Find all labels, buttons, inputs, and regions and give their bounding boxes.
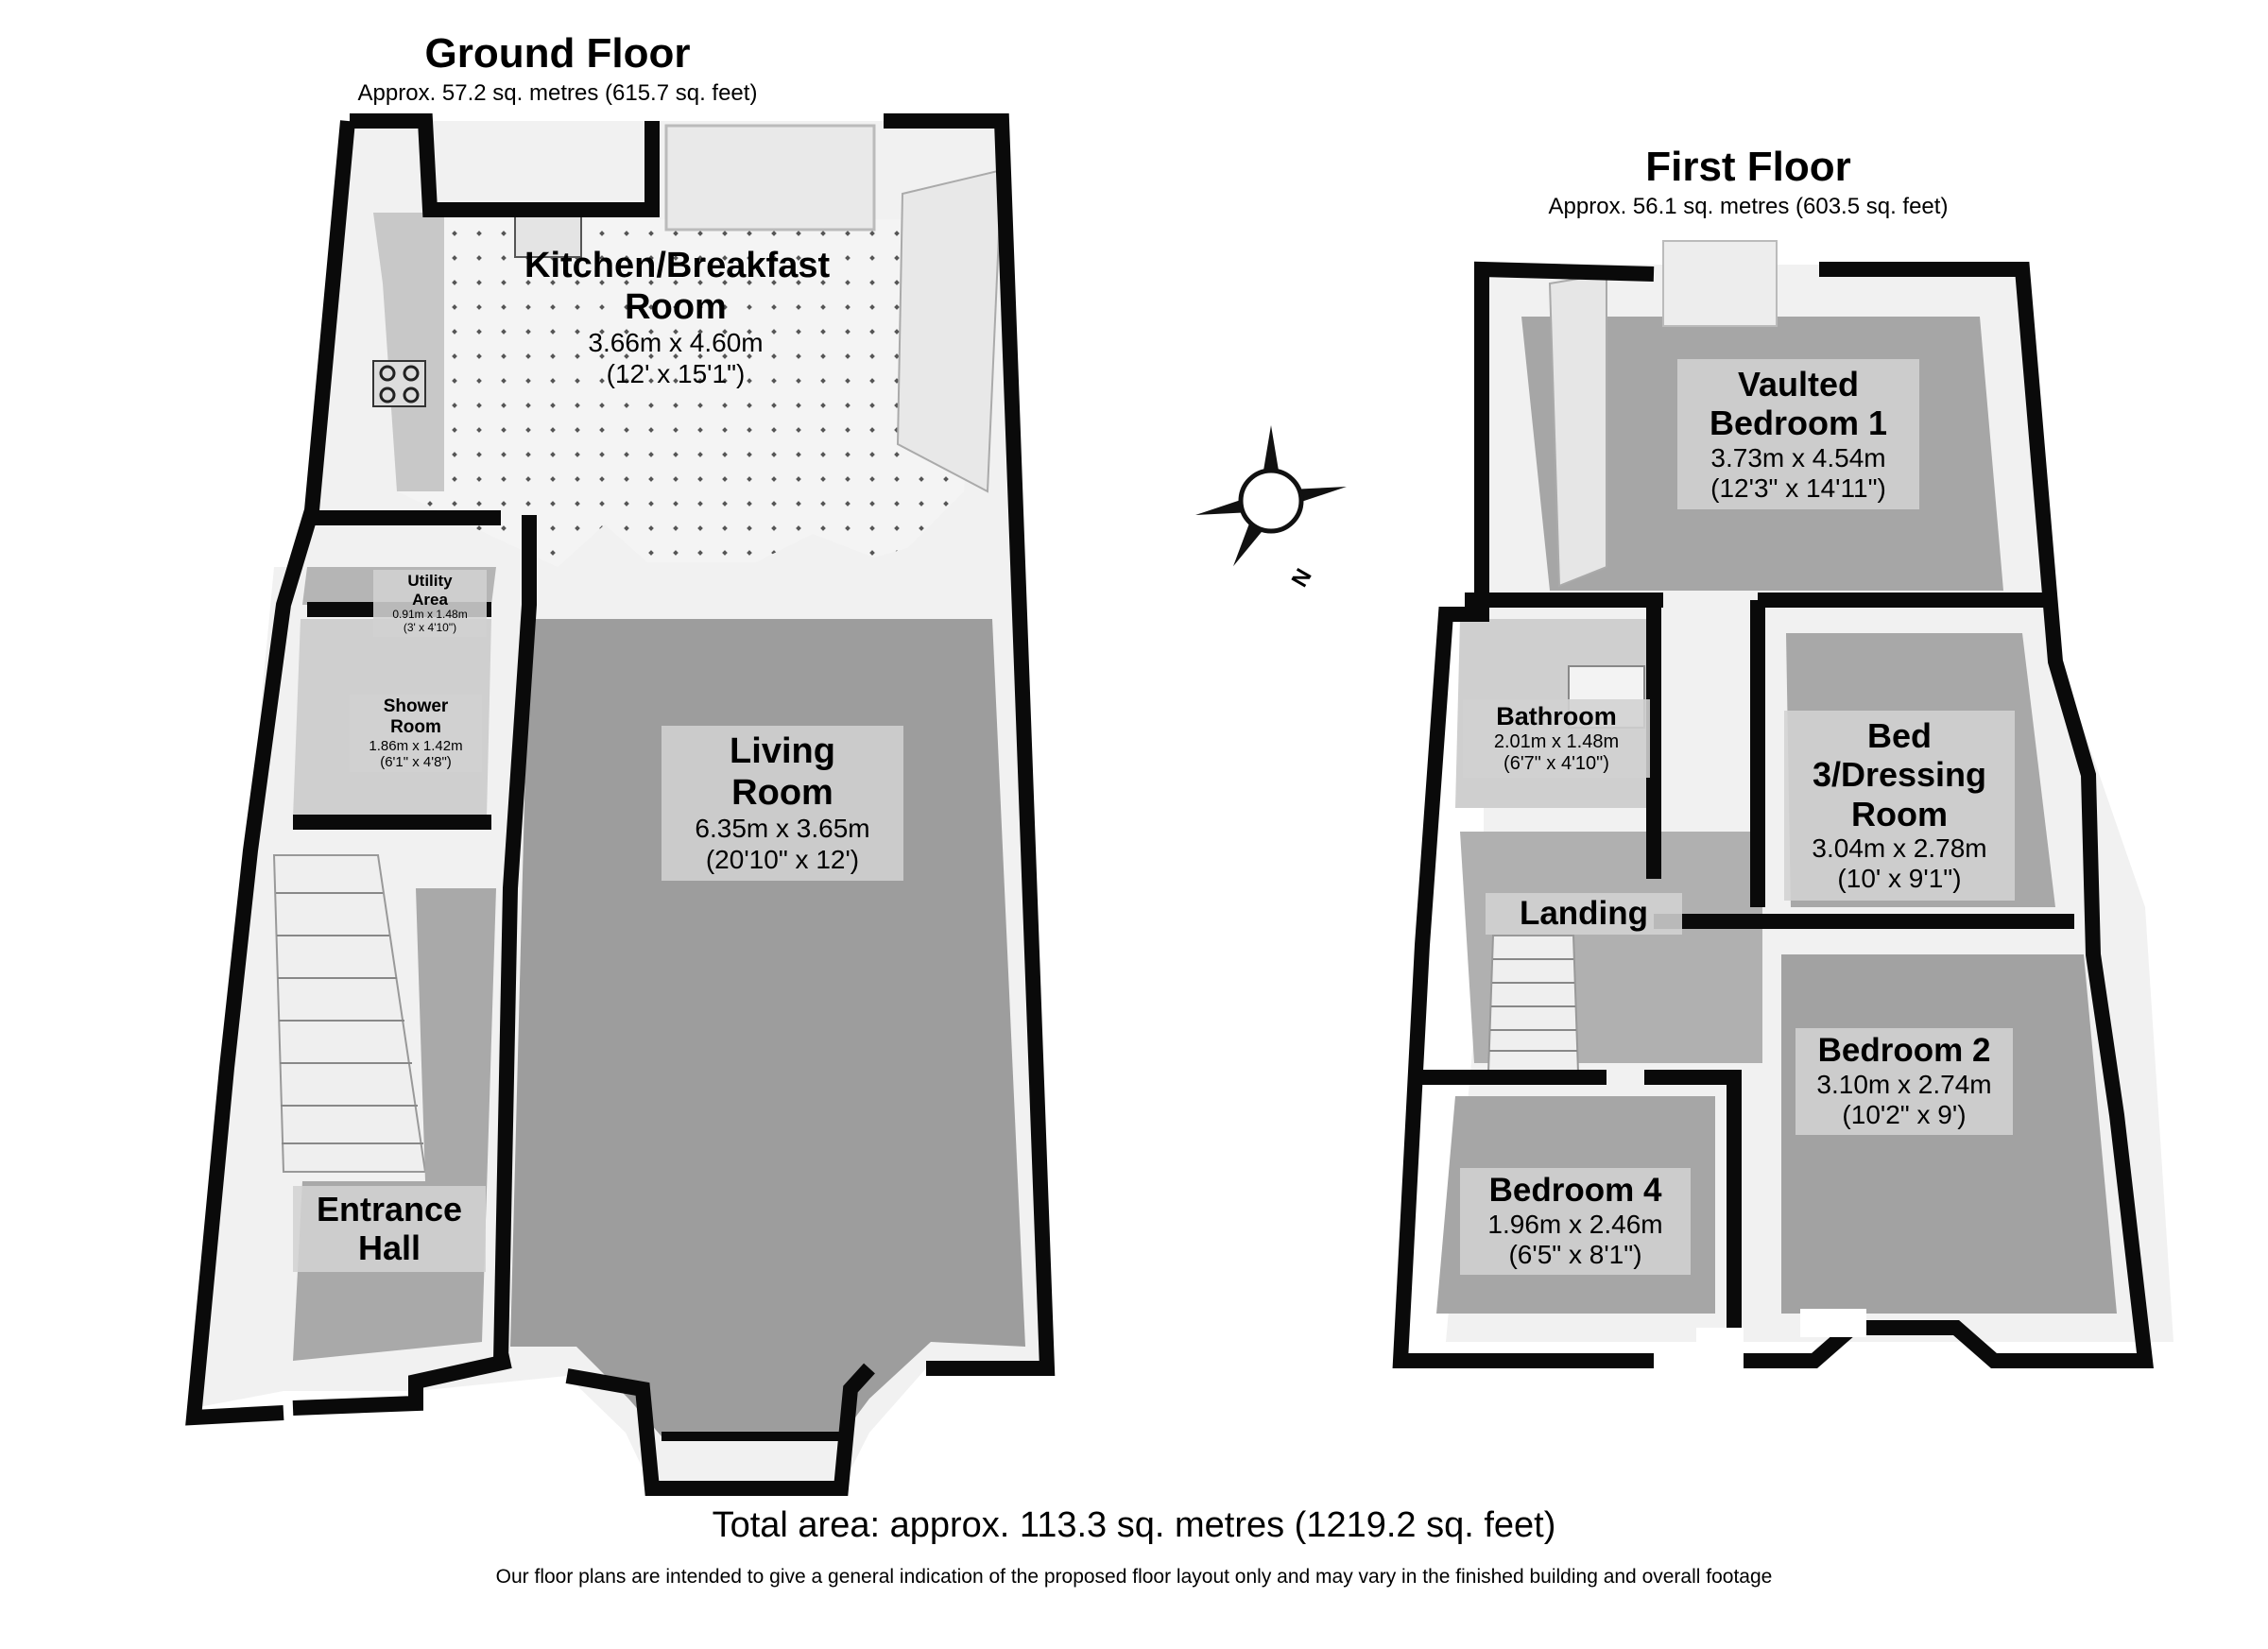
ground-floor-area: Approx. 57.2 sq. metres (615.7 sq. feet) — [357, 79, 758, 106]
living-room-metric: 6.35m x 3.65m — [695, 814, 870, 844]
bedroom2-metric: 3.10m x 2.74m — [1816, 1070, 1992, 1100]
bedroom2-name: Bedroom 2 — [1817, 1032, 1991, 1069]
first-floor-header: First Floor Approx. 56.1 sq. metres (603… — [1512, 144, 1984, 219]
first-floor-area: Approx. 56.1 sq. metres (603.5 sq. feet) — [1548, 193, 1949, 219]
living-room-name: Living Room — [730, 731, 835, 813]
bedroom1-wardrobes — [1548, 272, 1607, 588]
bedroom2-imperial: (10'2" x 9') — [1842, 1100, 1967, 1130]
bedroom4-name: Bedroom 4 — [1488, 1172, 1662, 1209]
compass-ring — [1238, 468, 1304, 534]
compass-pointer — [1195, 496, 1252, 515]
bathroom-label: Bathroom 2.01m x 1.48m (6'7" x 4'10") — [1463, 699, 1650, 779]
utility-name: Utility Area — [407, 572, 453, 609]
bedroom4-metric: 1.96m x 2.46m — [1487, 1210, 1663, 1240]
bedroom2-label: Bedroom 2 3.10m x 2.74m (10'2" x 9') — [1796, 1028, 2013, 1135]
compass-pointer — [1262, 425, 1280, 482]
living-room-imperial: (20'10" x 12') — [705, 844, 860, 874]
bathroom-metric: 2.01m x 1.48m — [1493, 731, 1620, 753]
landing-label: Landing — [1486, 893, 1682, 936]
bedroom1-name: Vaulted Bedroom 1 — [1709, 365, 1888, 443]
entrance-hall-label: Entrance Hall — [293, 1186, 486, 1272]
living-room-label: Living Room 6.35m x 3.65m (20'10" x 12') — [662, 726, 903, 881]
bed3-name: Bed 3/Dressing Room — [1812, 716, 1987, 833]
utility-label: Utility Area 0.91m x 1.48m (3' x 4'10") — [373, 570, 487, 637]
kitchen-name: Kitchen/Breakfast Room — [524, 246, 831, 327]
bathroom-name: Bathroom — [1496, 702, 1617, 730]
entrance-hall-name: Entrance Hall — [316, 1190, 463, 1268]
hob-ring — [403, 365, 420, 382]
hob-ring — [379, 365, 396, 382]
shower-imperial: (6'1" x 4'8") — [380, 753, 452, 770]
window — [1696, 1328, 1744, 1384]
kitchen-counter — [373, 213, 444, 491]
compass-pointer — [1290, 487, 1347, 506]
compass — [1195, 425, 1347, 567]
first-floor-title: First Floor — [1645, 144, 1851, 190]
bedroom1-label: Vaulted Bedroom 1 3.73m x 4.54m (12'3" x… — [1677, 359, 1919, 510]
total-area: Total area: approx. 113.3 sq. metres (12… — [712, 1505, 1556, 1545]
bedroom4-label: Bedroom 4 1.96m x 2.46m (6'5" x 8'1") — [1460, 1168, 1691, 1275]
ground-floor-title: Ground Floor — [424, 30, 691, 77]
kitchen-floor — [389, 219, 983, 567]
bed3-metric: 3.04m x 2.78m — [1812, 833, 1987, 864]
kitchen-label: Kitchen/Breakfast Room 3.66m x 4.60m (12… — [487, 246, 865, 389]
bed3-imperial: (10' x 9'1") — [1837, 864, 1962, 894]
ground-floor-header: Ground Floor Approx. 57.2 sq. metres (61… — [321, 30, 794, 106]
shower-metric: 1.86m x 1.42m — [369, 737, 463, 754]
landing-stairs — [1486, 935, 1580, 1074]
window — [1800, 1309, 1866, 1337]
shower-label: Shower Room 1.86m x 1.42m (6'1" x 4'8") — [350, 695, 482, 773]
bathroom-imperial: (6'7" x 4'10") — [1503, 753, 1609, 775]
ground-walls — [185, 113, 1056, 1496]
utility-imperial: (3' x 4'10") — [403, 620, 457, 634]
hob-ring — [403, 386, 420, 404]
kitchen-cupboards — [896, 168, 1004, 493]
patio-doors — [664, 124, 876, 232]
utility-metric: 0.91m x 1.48m — [392, 608, 468, 622]
bedroom1-imperial: (12'3" x 14'11") — [1710, 472, 1886, 503]
landing-name: Landing — [1519, 895, 1649, 932]
disclaimer: Our floor plans are intended to give a g… — [495, 1566, 1773, 1588]
hob-ring — [379, 386, 396, 404]
bed3-label: Bed 3/Dressing Room 3.04m x 2.78m (10' x… — [1784, 711, 2015, 901]
kitchen-metric: 3.66m x 4.60m — [588, 328, 764, 358]
bedroom1-metric: 3.73m x 4.54m — [1710, 442, 1886, 472]
bedroom4-imperial: (6'5" x 8'1") — [1508, 1240, 1642, 1270]
kitchen-imperial: (12' x 15'1") — [606, 358, 746, 388]
ground-stairs — [272, 854, 427, 1173]
bedroom1-window — [1662, 240, 1778, 327]
shower-name: Shower Room — [383, 696, 449, 737]
